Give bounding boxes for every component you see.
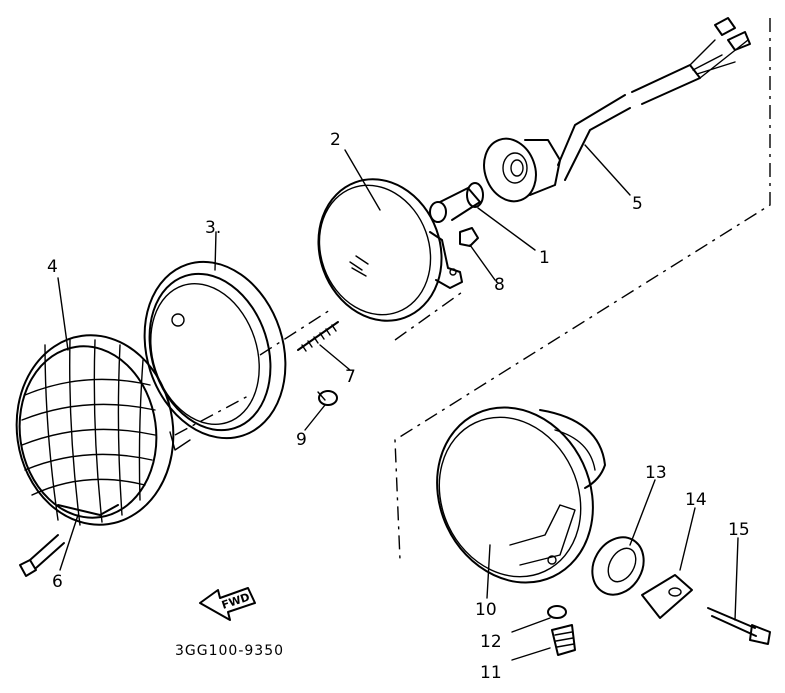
callout-14: 14 — [685, 490, 707, 510]
callout-7: 7 — [345, 367, 356, 387]
grille-bolt — [19, 534, 65, 577]
callout-10: 10 — [475, 600, 497, 620]
callout-8: 8 — [494, 275, 505, 295]
diagram-code: 3GG100-9350 — [175, 643, 284, 659]
assembly-guide-lines — [174, 18, 771, 561]
grommet — [591, 536, 645, 596]
rim-screw — [317, 390, 338, 406]
callout-leaders — [57, 144, 739, 661]
callout-6: 6 — [52, 572, 63, 592]
headlight-bulb — [429, 182, 484, 223]
callout-numbers: 1 2 3. 4 5 6 7 8 9 10 11 12 13 14 15 — [47, 130, 750, 683]
lens-unit — [317, 178, 463, 322]
bulb-socket-wiring — [483, 17, 751, 203]
callout-11: 11 — [480, 663, 502, 683]
callout-5: 5 — [632, 194, 643, 214]
forward-direction-arrow: FWD — [199, 587, 256, 621]
callout-15: 15 — [728, 520, 750, 540]
callout-3: 3. — [205, 218, 221, 238]
washer — [547, 605, 567, 619]
lens-nut — [459, 227, 479, 247]
callout-13: 13 — [645, 463, 667, 483]
callout-2: 2 — [330, 130, 341, 150]
headlight-rim — [143, 260, 287, 451]
callout-1: 1 — [539, 248, 550, 268]
callout-12: 12 — [480, 632, 502, 652]
headlight-housing — [436, 406, 606, 584]
callout-9: 9 — [296, 430, 307, 450]
grille-guard — [15, 334, 175, 526]
adjusting-screw — [297, 321, 339, 352]
mounting-bolt — [707, 607, 771, 645]
callout-4: 4 — [47, 257, 58, 277]
cap — [641, 574, 693, 619]
housing-screw — [551, 624, 576, 656]
